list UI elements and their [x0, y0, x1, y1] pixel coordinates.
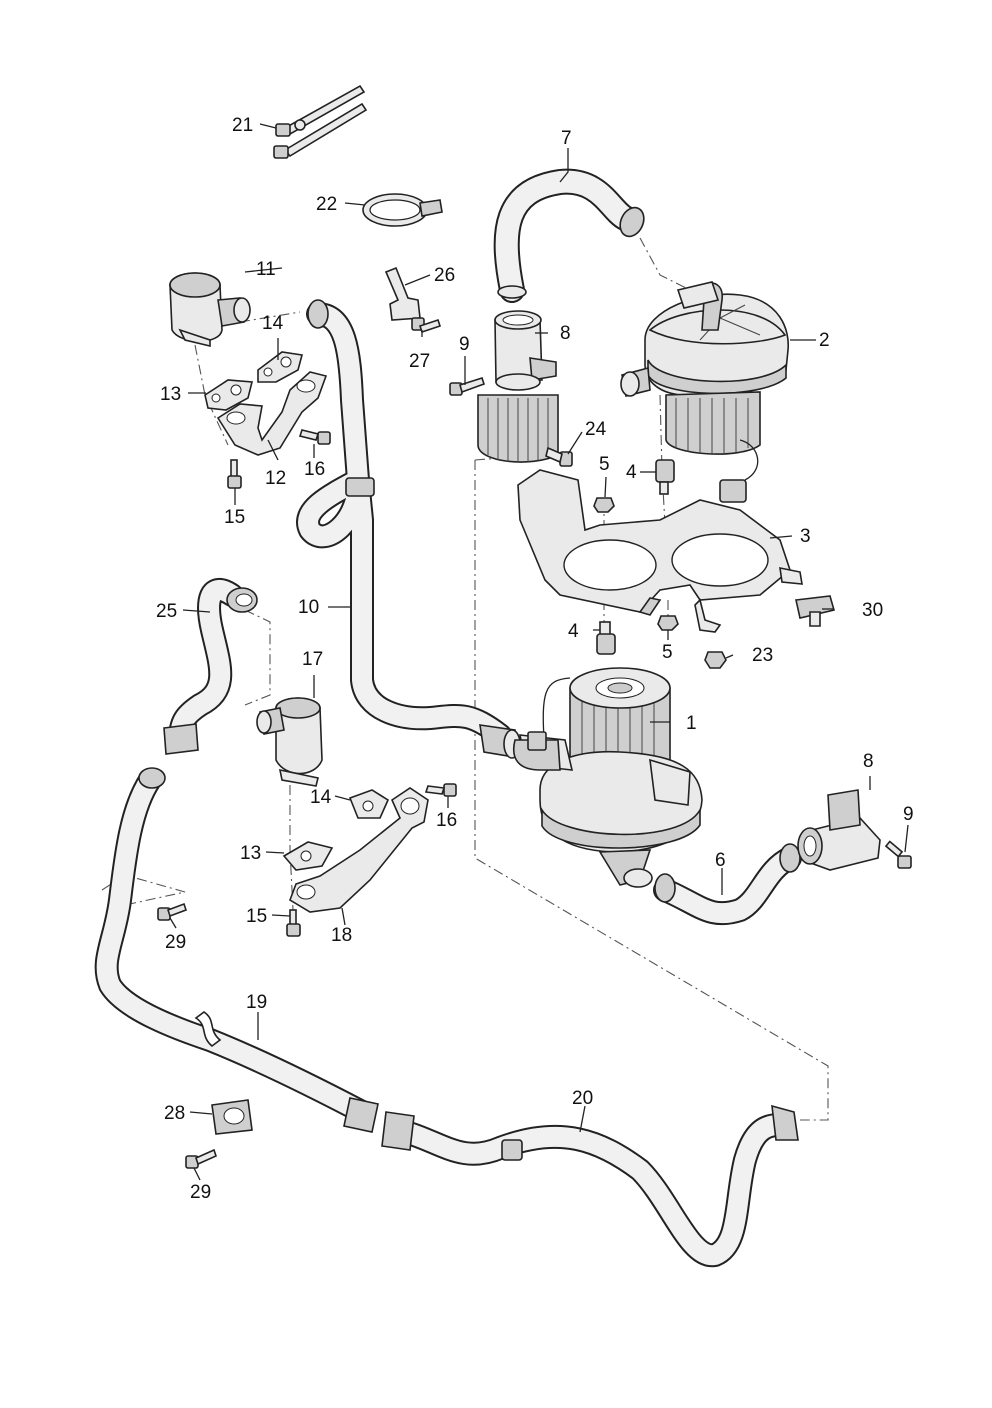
callout-5-top: 5	[599, 454, 610, 475]
callout-14-top: 14	[262, 313, 284, 334]
part-27-bolt	[411, 317, 442, 334]
part-13-gasket-lower	[282, 841, 334, 871]
part-15-bolt-top	[227, 459, 242, 489]
callout-13-top: 13	[160, 384, 181, 405]
part-13-gasket-top	[204, 379, 254, 411]
callout-12: 12	[265, 468, 286, 489]
callout-26: 26	[434, 265, 455, 286]
callout-16-lower: 16	[436, 810, 457, 831]
part-14-gasket-top	[257, 351, 304, 383]
callout-28: 28	[164, 1103, 185, 1124]
callout-6: 6	[715, 850, 726, 871]
callout-17: 17	[302, 649, 323, 670]
part-29-bolt-upper	[157, 902, 188, 921]
callout-27: 27	[409, 351, 430, 372]
part-17-valve	[256, 697, 323, 787]
leader-lines	[169, 123, 909, 1181]
part-4-sensor-lower	[596, 621, 616, 655]
callout-15-lower: 15	[246, 906, 267, 927]
part-9-bolt-right	[884, 840, 912, 869]
part-25-hose	[163, 578, 258, 755]
part-3-bracket	[517, 469, 803, 633]
part-12-pipe	[216, 371, 328, 456]
callout-30: 30	[862, 600, 883, 621]
part-2-housing	[477, 281, 790, 503]
part-7-hose	[493, 168, 645, 303]
callout-20: 20	[572, 1088, 593, 1109]
part-5-nut-lower	[657, 615, 679, 631]
callout-7: 7	[561, 128, 572, 149]
callout-25: 25	[156, 601, 177, 622]
part-8-valve-top	[494, 310, 557, 391]
part-18-pipe	[289, 787, 429, 913]
part-22-hose-clamp	[362, 193, 443, 227]
part-30-connector	[795, 595, 835, 627]
callout-labels: 21 7 22 11 26 14 8 2 9 27 13 24 5 4 16 1…	[156, 115, 914, 1203]
callout-2: 2	[819, 330, 830, 351]
callout-21: 21	[232, 115, 253, 136]
callout-10: 10	[298, 597, 319, 618]
callout-13-lower: 13	[240, 843, 261, 864]
callout-23: 23	[752, 645, 773, 666]
part-9-bolt-top	[449, 376, 486, 396]
callout-8-right: 8	[863, 751, 874, 772]
part-21-cable-ties	[273, 84, 368, 159]
part-1-pump	[513, 667, 703, 888]
part-16-bolt-lower	[424, 783, 457, 797]
part-15-bolt-lower	[286, 909, 301, 937]
callout-8-top: 8	[560, 323, 571, 344]
callout-29-upper: 29	[165, 932, 186, 953]
callout-24: 24	[585, 419, 607, 440]
part-26-bracket	[384, 266, 421, 321]
callout-9-right: 9	[903, 804, 914, 825]
callout-14-lower: 14	[310, 787, 332, 808]
callout-5-lower: 5	[662, 642, 673, 663]
part-8-valve-right	[797, 789, 881, 871]
part-14-gasket-lower	[348, 789, 390, 819]
part-11-valve	[169, 272, 251, 348]
callout-19: 19	[246, 992, 267, 1013]
callout-1: 1	[686, 713, 697, 734]
callout-18: 18	[331, 925, 352, 946]
part-20-hose	[381, 1104, 799, 1268]
callout-9-top: 9	[459, 334, 470, 355]
callout-15-top: 15	[224, 507, 245, 528]
callout-22: 22	[316, 194, 337, 215]
part-6-hose	[653, 843, 802, 926]
part-16-bolt-top	[298, 429, 331, 445]
part-5-nut-top	[593, 497, 615, 513]
callout-3: 3	[800, 526, 811, 547]
callout-16-top: 16	[304, 459, 325, 480]
callout-29-lower: 29	[190, 1182, 211, 1203]
part-23-nut	[704, 651, 727, 669]
part-19-hose	[94, 767, 379, 1133]
part-28-clip	[211, 1099, 253, 1135]
part-24-bolt	[545, 446, 573, 467]
callout-11: 11	[256, 259, 276, 280]
callout-4-lower: 4	[568, 621, 579, 642]
part-4-sensor-top	[655, 459, 675, 495]
part-29-bolt-lower	[185, 1148, 217, 1169]
callout-4-top: 4	[626, 462, 637, 483]
